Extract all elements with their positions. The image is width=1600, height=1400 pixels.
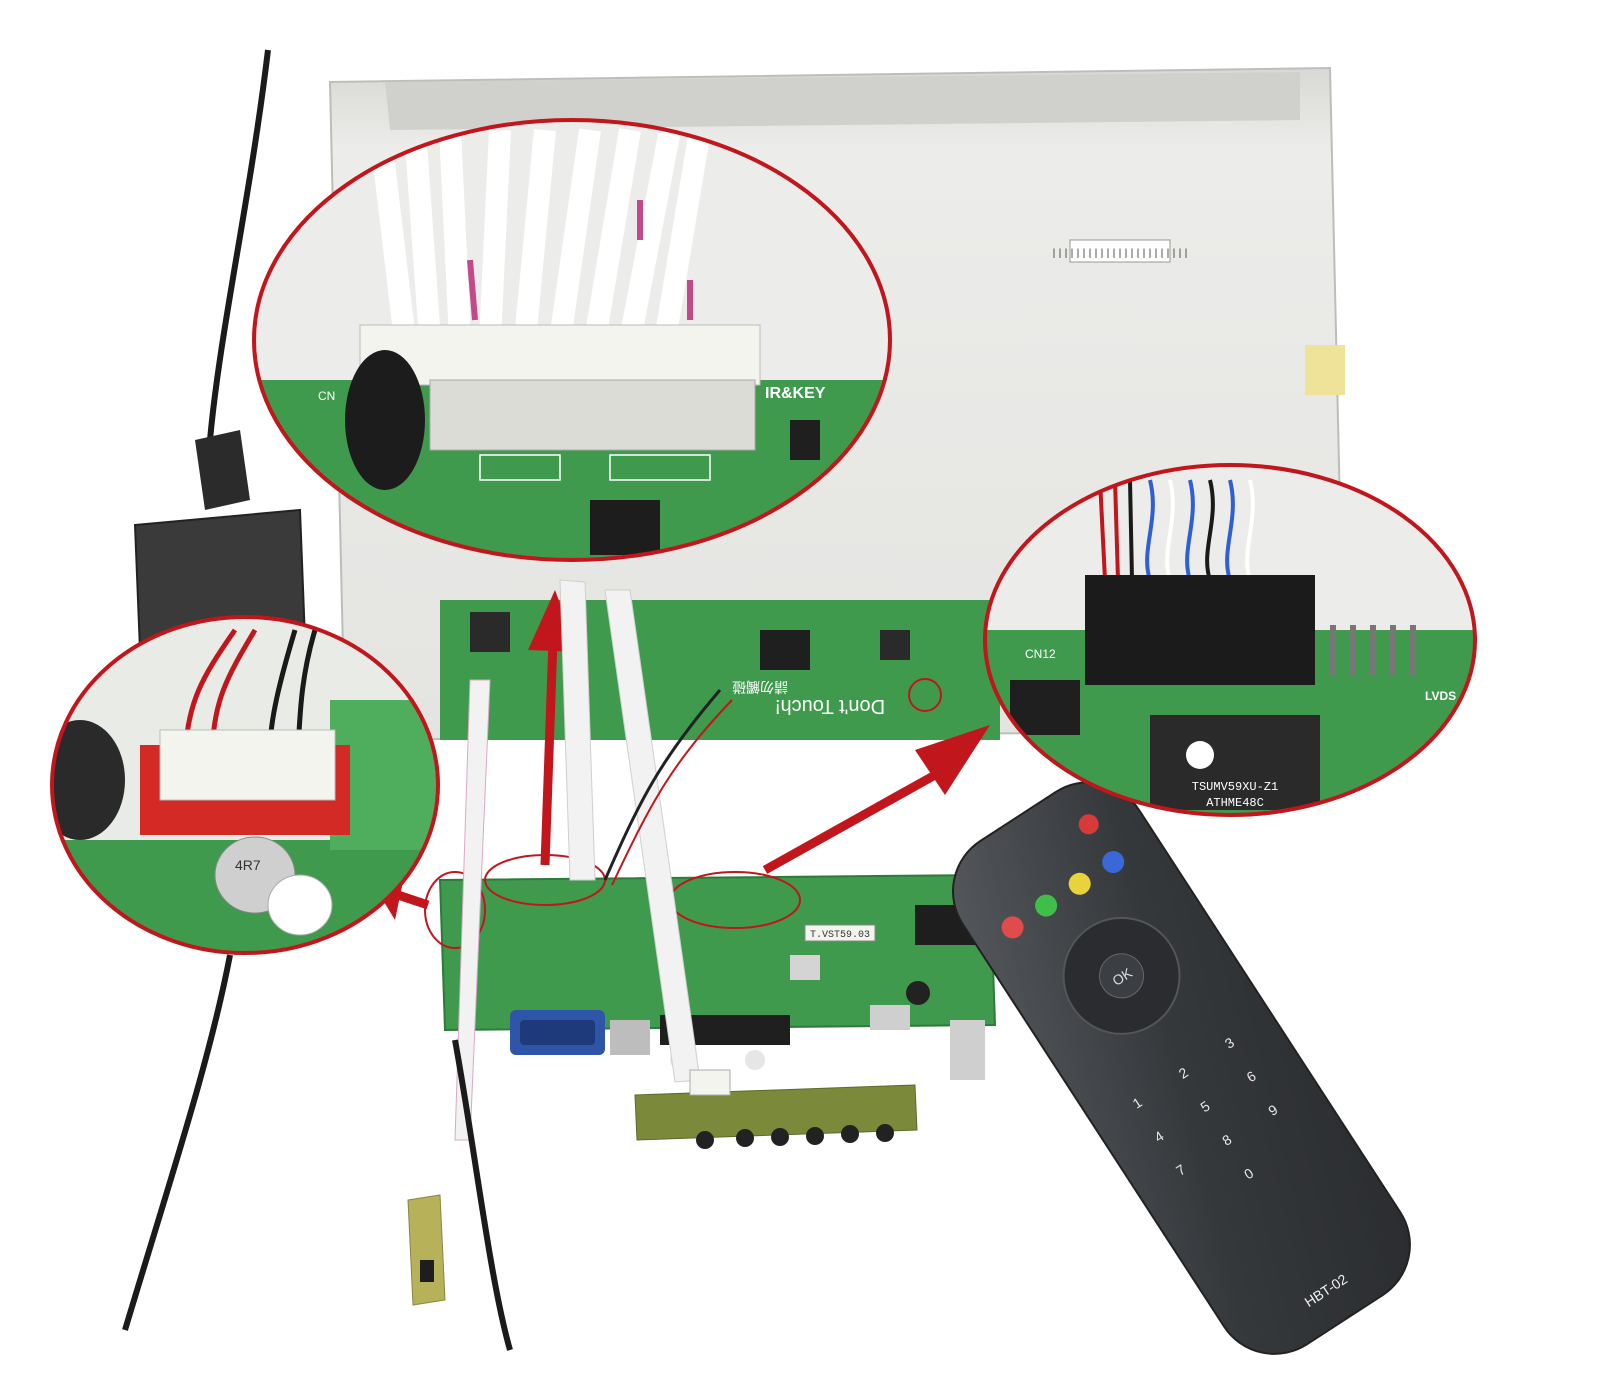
dont-touch-label: Don't Touch! [775, 695, 885, 717]
panel-barcode-label [1069, 239, 1171, 263]
cn-label: CN [318, 389, 335, 403]
ribbon-cables [454, 579, 733, 1141]
lvds-header [1085, 575, 1315, 685]
callout-power-connector: 4R7 [50, 615, 440, 955]
no-touch-icon [908, 678, 942, 712]
yellow-tape [1305, 345, 1345, 395]
panel-barcode: ||||||||||||||||||||||| [1051, 248, 1189, 260]
lvds-label: LVDS [1425, 689, 1456, 703]
ir-receiver-board [407, 1039, 513, 1351]
dont-touch-chinese: 請勿觸碰 [732, 679, 788, 695]
chip-label-1: TSUMV59XU-Z1 [1192, 780, 1278, 794]
cap-label: 4R7 [235, 857, 261, 873]
remote-control: OK 1 2 3 4 5 6 7 8 9 0 HBT-02 [952, 781, 1411, 1355]
power-icon [1078, 814, 1099, 835]
cn12-label: CN12 [1025, 647, 1056, 661]
rf-tuner-port [950, 1020, 985, 1080]
usb-port [870, 1005, 910, 1030]
ok-button-remote [1099, 953, 1145, 999]
panel-flex-pcb [440, 600, 1000, 740]
hdmi-port [610, 1020, 650, 1055]
keypad-board [634, 1069, 918, 1149]
callout-lvds-connector: TSUMV59XU-Z1 ATHME48C CN12 LVDS [983, 463, 1477, 817]
power-adapter [122, 49, 307, 1331]
callout-cn-connector: IR&KEY CN [252, 118, 892, 562]
ir-key-label: IR&KEY [765, 385, 826, 402]
main-chip [1150, 715, 1320, 810]
board-model-label: T.VST59.03 [810, 930, 870, 941]
chip-label-2: ATHME48C [1206, 796, 1264, 810]
driver-board: T.VST59.03 [424, 854, 997, 1080]
